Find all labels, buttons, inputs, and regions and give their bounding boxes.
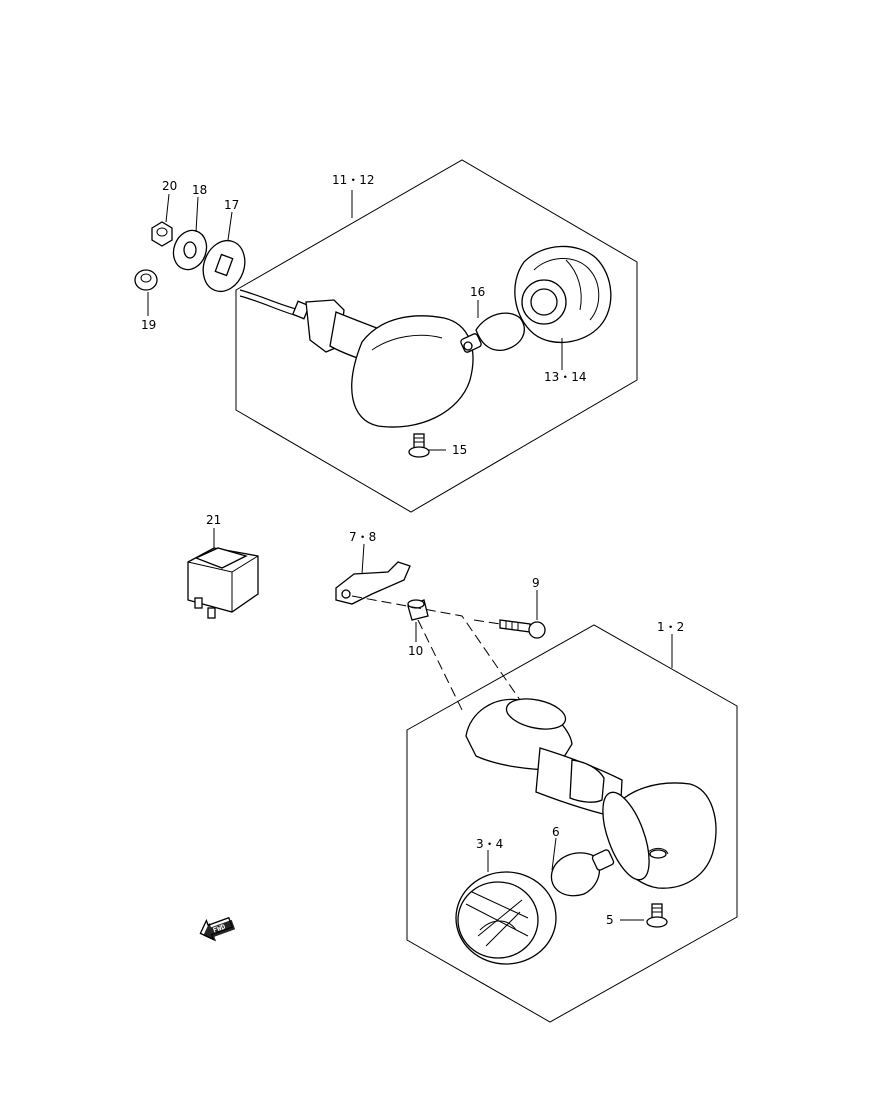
callout-11-12: 11・12	[332, 173, 375, 187]
lower-assembly-frame	[406, 624, 738, 1023]
callout-18: 18	[192, 183, 207, 197]
washer-18	[172, 229, 208, 271]
leader-lines	[147, 190, 673, 921]
lens-body	[351, 315, 474, 428]
callout-9: 9	[532, 576, 540, 590]
collar-10	[407, 599, 429, 621]
turn-signal-stalk	[465, 698, 623, 819]
forward-arrow-icon: FWD	[199, 916, 236, 942]
callout-15: 15	[452, 443, 467, 457]
callout-16: 16	[470, 285, 485, 299]
callout-19: 19	[141, 318, 156, 332]
bulb-16	[460, 312, 525, 353]
rear-turn-signal-assembly	[235, 159, 638, 513]
callout-13-14: 13・14	[544, 370, 587, 384]
upper-assembly-frame	[235, 159, 638, 513]
front-turn-signal-assembly	[406, 624, 738, 1023]
callout-5: 5	[606, 913, 614, 927]
screw-5	[646, 903, 668, 928]
callout-7-8: 7・8	[349, 530, 376, 544]
bolt-9	[499, 619, 546, 639]
relay-21	[187, 547, 259, 619]
callout-3-4: 3・4	[476, 837, 503, 851]
callout-21: 21	[206, 513, 221, 527]
grommet-19	[134, 269, 158, 291]
screw-15	[408, 433, 430, 458]
callout-20: 20	[162, 179, 177, 193]
nut-20	[151, 221, 173, 247]
bracket-7-8	[335, 561, 411, 605]
turn-signal-housing	[291, 299, 474, 428]
callout-1-2: 1・2	[657, 620, 684, 634]
plate-17	[202, 239, 246, 293]
bulb-6	[550, 849, 615, 897]
callout-10: 10	[408, 644, 423, 658]
callout-17: 17	[224, 198, 239, 212]
fwd-badge-label: FWD	[212, 923, 227, 935]
assembly-line	[351, 595, 521, 701]
lens-13-14	[514, 245, 612, 344]
housing-shell	[602, 782, 717, 889]
lens-3-4	[455, 871, 557, 965]
callout-6: 6	[552, 825, 560, 839]
